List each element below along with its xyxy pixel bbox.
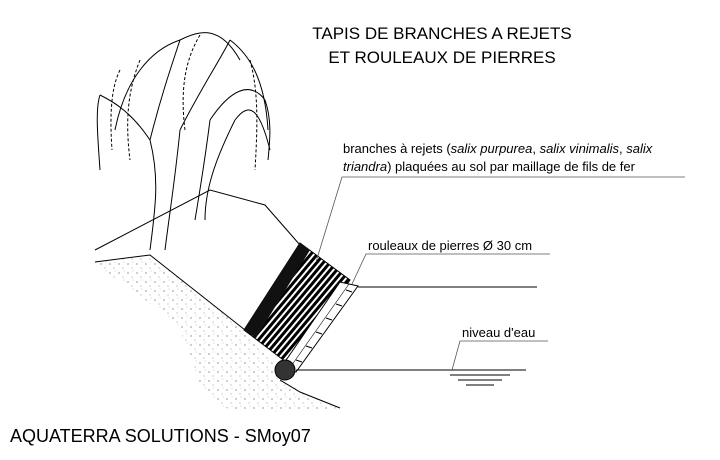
leader-niveau	[451, 340, 548, 371]
label-branches-line-1: branches à rejets (salix purpurea, salix…	[343, 141, 653, 156]
leader-rouleaux	[351, 253, 550, 285]
hill-outline	[94, 189, 301, 251]
title-line-2: ET ROULEAUX DE PIERRES	[328, 48, 556, 67]
leader-branches	[315, 176, 685, 263]
label-rouleaux: rouleaux de pierres Ø 30 cm	[368, 238, 533, 253]
footer-credit: AQUATERRA SOLUTIONS - SMoy07	[10, 426, 311, 446]
label-branches-line-2: triandra) plaquées au sol par maillage d…	[343, 159, 635, 174]
label-niveau-eau: niveau d'eau	[462, 325, 536, 340]
stone-roll-section	[274, 359, 296, 381]
willow-tree-icon	[96, 32, 271, 251]
title-line-1: TAPIS DE BRANCHES A REJETS	[312, 24, 572, 43]
